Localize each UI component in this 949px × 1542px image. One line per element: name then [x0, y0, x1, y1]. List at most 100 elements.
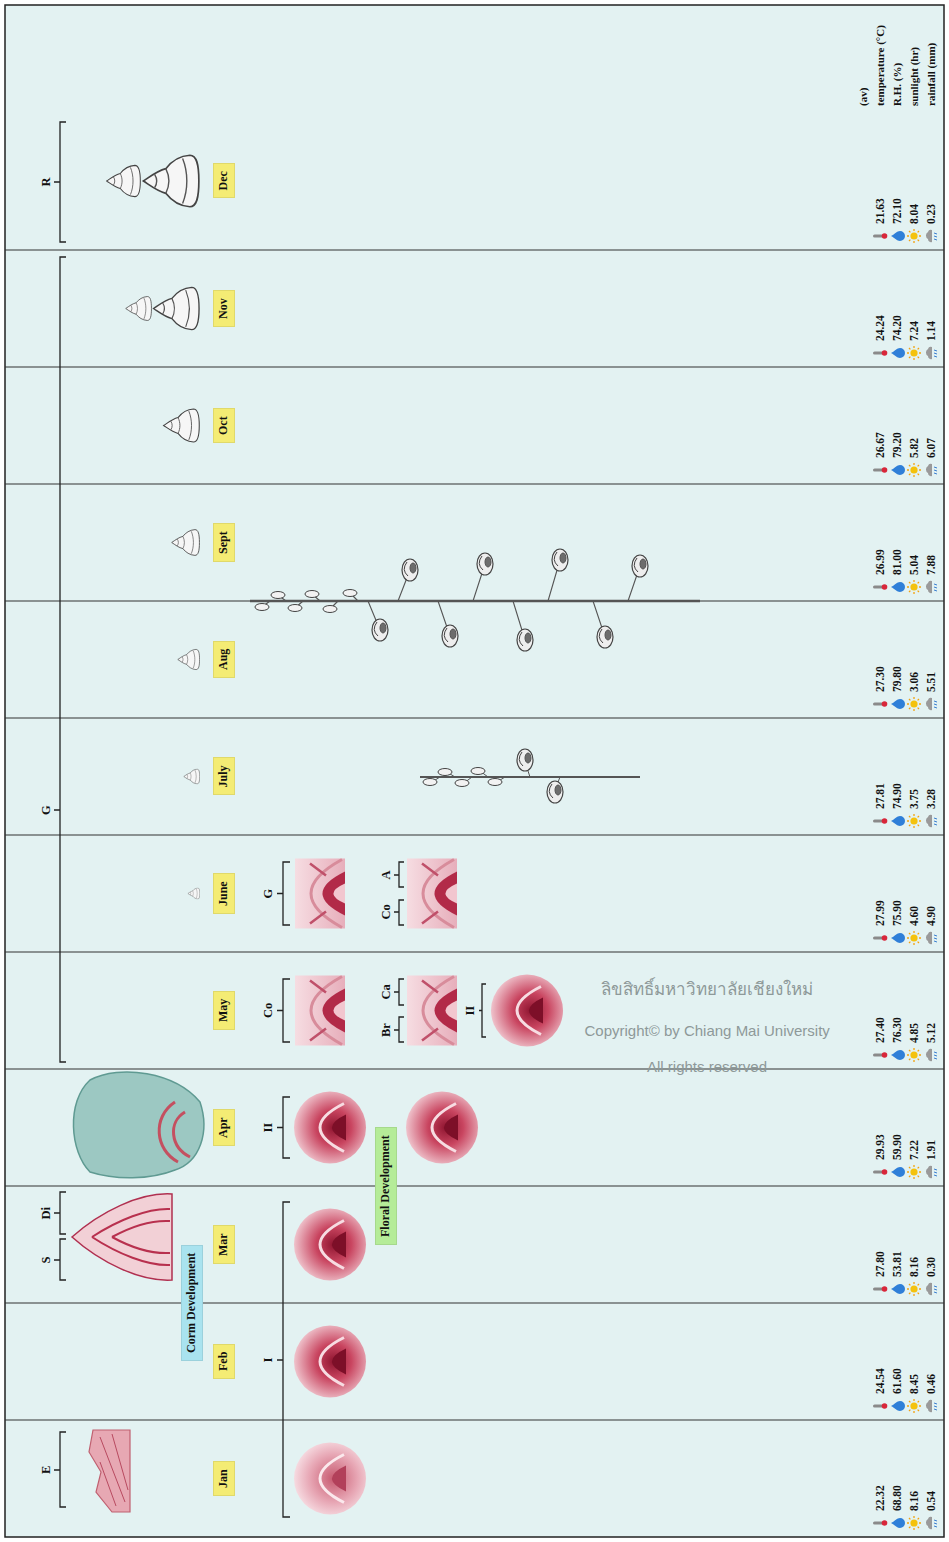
axis-label: temperature (°C): [874, 25, 887, 106]
flower: [632, 555, 648, 577]
weather-value: 7.24: [908, 321, 921, 341]
weather-value: 1.91: [925, 1140, 938, 1160]
thermometer-icon: [873, 818, 887, 824]
sun-icon: [907, 1282, 921, 1296]
weather-value: 5.04: [908, 555, 921, 575]
thermometer-icon: [873, 1403, 887, 1409]
month-label: Dec: [213, 163, 235, 198]
month-label: June: [213, 873, 235, 914]
flower-bud: [343, 590, 357, 597]
corm-section-detail: [92, 1209, 170, 1265]
corm-drawing: [143, 155, 198, 207]
weather-value: 26.67: [874, 432, 887, 458]
bracket: [394, 1017, 404, 1042]
weather-value: 68.80: [891, 1485, 904, 1511]
node-text: Feb: [217, 1352, 231, 1371]
bracket: [54, 122, 66, 242]
bracket: [277, 862, 290, 925]
weather-value: 29.93: [874, 1134, 887, 1160]
weather-value: 74.20: [891, 315, 904, 341]
longitudinal-section: [295, 859, 345, 929]
weather-value: 8.45: [908, 1374, 921, 1394]
weather-value: 5.12: [925, 1023, 938, 1043]
corm-drawing: [178, 649, 200, 669]
bracket: [54, 1192, 66, 1234]
floral-apex-section: [406, 1092, 478, 1164]
corm-drawings: [107, 155, 200, 899]
flower: [442, 625, 458, 647]
weather-value: 5.82: [908, 438, 921, 458]
floral-sections: [294, 859, 563, 1515]
stage-letter: R: [39, 177, 53, 186]
month-label: May: [213, 991, 235, 1030]
stage-letter: Ca: [379, 984, 393, 999]
axis-label: R.H. (%): [891, 63, 904, 106]
flower: [372, 619, 388, 641]
humidity-icon: [891, 699, 905, 709]
sun-icon: [907, 697, 921, 711]
stage-brackets: [54, 122, 486, 1517]
corm-section: [72, 1194, 172, 1280]
weather-value: 61.60: [891, 1368, 904, 1394]
weather-value: 7.22: [908, 1140, 921, 1160]
weather-value: 4.60: [908, 906, 921, 926]
thermometer-icon: [873, 1520, 887, 1526]
month-label: Nov: [213, 290, 235, 327]
month-label: July: [213, 757, 235, 795]
corm-sections: [72, 1072, 204, 1512]
month-label: Jan: [213, 1461, 235, 1496]
weather-value: 1.14: [925, 321, 938, 341]
humidity-icon: [891, 1167, 905, 1177]
humidity-icon: [891, 1518, 905, 1528]
weather-value: 8.16: [908, 1257, 921, 1277]
flower: [597, 626, 613, 648]
inflorescence-drawings: [250, 549, 700, 803]
weather-value: 27.81: [874, 783, 887, 809]
sun-icon: [907, 1048, 921, 1062]
stage-letter: II: [463, 1006, 477, 1016]
bracket: [54, 257, 66, 1062]
weather-value: 24.54: [874, 1368, 887, 1394]
stage-letter: G: [39, 805, 53, 815]
bracket: [54, 1432, 66, 1507]
weather-value: 72.10: [891, 198, 904, 224]
stage-letter: A: [379, 870, 393, 879]
weather-value: 8.04: [908, 204, 921, 224]
weather-value: 6.07: [925, 438, 938, 458]
sun-icon: [907, 346, 921, 360]
thermometer-icon: [873, 350, 887, 356]
sun-icon: [907, 931, 921, 945]
humidity-icon: [891, 465, 905, 475]
flower: [517, 749, 533, 771]
thermometer-icon: [873, 467, 887, 473]
node-text: Corm Development: [185, 1253, 199, 1353]
flower-bud: [323, 606, 337, 613]
bracket: [277, 1202, 290, 1517]
bracket: [394, 979, 404, 1005]
rain-icon: [926, 932, 937, 944]
node-text: Sept: [217, 531, 231, 554]
corm-section-detail: [159, 1102, 190, 1162]
node-text: Nov: [217, 298, 231, 319]
bracket: [394, 900, 404, 925]
longitudinal-section: [407, 859, 457, 929]
weather-value: 0.54: [925, 1491, 938, 1511]
rain-icon: [926, 581, 937, 593]
rain-icon: [926, 347, 937, 359]
pedicels: [432, 762, 560, 790]
corm-drawing: [184, 769, 200, 784]
rain-icon: [926, 464, 937, 476]
node-text: Floral Development: [379, 1135, 393, 1237]
weather-value: 3.28: [925, 789, 938, 809]
weather-value: 27.99: [874, 900, 887, 926]
node-text: Mar: [217, 1233, 231, 1256]
weather-value: 0.30: [925, 1257, 938, 1277]
thermometer-icon: [873, 584, 887, 590]
weather-icons: [873, 229, 937, 1530]
rain-icon: [926, 1283, 937, 1295]
rain-icon: [926, 815, 937, 827]
weather-value: 22.32: [874, 1485, 887, 1511]
weather-value: 0.23: [925, 204, 938, 224]
